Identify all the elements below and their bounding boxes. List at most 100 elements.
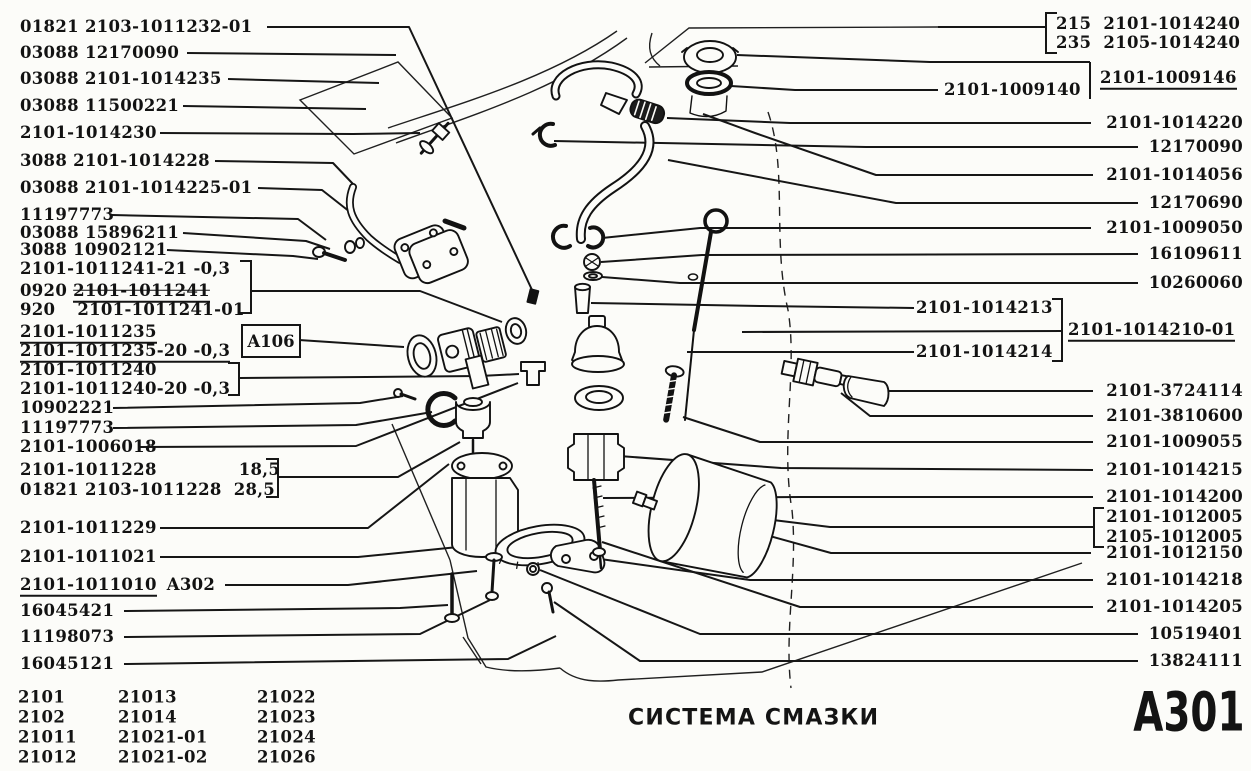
sender-gasket-ring [575,386,623,410]
filter-nipple [633,492,658,511]
vent-nozzle [601,93,627,114]
pump-bolt-short [486,553,502,600]
part-label: 2101-3810600 [1106,405,1243,425]
part-label: 2101-1009055 [1106,431,1243,451]
pipe-flange-plates [392,218,471,290]
hose-clamp-lower-left [553,226,570,248]
part-label: 03088 2101-1014235 [20,68,222,88]
catalog-cell: 21021-01 [118,727,208,747]
part-label: 2101-1011240 [20,359,157,379]
part-label: 2101-1009050 [1106,217,1243,237]
part-label: 2101-1014210-01 [1068,319,1236,342]
part-label: 03088 12170090 [20,42,180,62]
part-label: 11197773 [20,417,115,437]
oil-pump-drive-bushing-ring [403,332,440,380]
part-label: 10260060 [1148,272,1243,292]
part-label: 13824111 [1148,650,1243,670]
retainer-screw [394,389,415,399]
filter-bracket [551,540,604,573]
vent-washer [584,272,602,280]
part-label: 12170690 [1148,192,1243,212]
catalog-cell: 21024 [257,727,316,747]
sheet-code: A301 [1133,680,1245,744]
crankcase-vent-hose [581,126,650,239]
part-label: 2101-1011240-20 -0,3 [20,378,231,398]
engine-outline [300,27,1082,688]
part-label: 2101-1014215 [1106,459,1243,479]
catalog-cell: 2101 [18,687,66,707]
part-label: 2101-1014205 [1106,596,1243,616]
catalog-cell: 21014 [118,707,177,727]
oil-pressure-sender-dome [572,316,624,372]
valve-spring [628,98,666,126]
group-brackets [228,13,1104,547]
part-label: 2101-1011241-21 -0,3 [20,258,231,278]
diagram-title: СИСТЕМА СМАЗКИ [628,705,880,731]
catalog-cell: 21023 [257,707,316,727]
part-label: 2101-1014218 [1106,569,1243,589]
part-label: 2101-1014214 [916,341,1053,361]
callout-a106: A106 [241,324,301,358]
hose-clamp-lower-right [588,227,603,247]
part-label: 2101-1014200 [1106,486,1243,506]
part-label: 215 2101-1014240 [1056,13,1241,33]
bracket-washer [527,563,539,575]
part-label: 16045421 [20,600,115,620]
part-label: 2105-1012005 [1106,526,1243,546]
part-label: 10902221 [20,397,115,417]
part-label: 2101-1006018 [20,436,157,456]
hose-clamp-upper [533,124,555,146]
part-label: 2101-1014213 [916,297,1053,317]
part-label: 2101-1011235 [20,321,157,344]
part-label: 2101-1011021 [20,546,157,566]
catalog-cell: 21021-02 [118,747,208,767]
part-label: 03088 15896211 [20,222,180,242]
bracket-bolt [542,583,553,612]
part-label: 2101-1012150 [1106,542,1243,562]
part-label: 2101-1009140 [944,79,1081,99]
oil-filter [639,449,786,586]
vent-plug [575,284,590,313]
woodruff-key [527,289,538,304]
part-label: 16045121 [20,653,115,673]
vent-nut [584,254,600,270]
breather-hose [555,65,638,96]
drive-gear-teeth [476,327,507,363]
catalog-cell: 21013 [118,687,177,707]
oil-dipstick [685,210,727,420]
part-label: 2101-1014056 [1106,164,1243,184]
part-label: 12170090 [1148,136,1243,156]
catalog-cell: 21011 [18,727,77,747]
part-label: 03088 11500221 [20,95,180,115]
catalog-cell: 21022 [257,687,316,707]
pump-shaft-cap [456,398,490,438]
center-stud [593,480,605,568]
drive-shaft-hex [466,356,489,389]
pump-bolt-long [445,574,459,622]
part-label: 235 2105-1014240 [1056,32,1241,52]
sender-hex-fitting [568,434,624,480]
part-label: 16109611 [1148,243,1243,263]
part-label: 11197773 [20,204,115,224]
part-label: 2101-3724114 [1106,380,1243,400]
drive-shaft-seal [503,316,529,346]
shaft-bushing [521,362,545,385]
part-label: 3088 2101-1014228 [20,150,210,170]
flange-washers [345,238,364,253]
retainer-clamp [428,394,455,426]
callout-a106-text: A106 [247,331,295,351]
dowel-pin [445,221,464,228]
part-label: 2101-1014230 [20,122,157,142]
part-label: 2101-1014220 [1106,112,1243,132]
block-stud [657,365,684,421]
part-label: 0920 2101-1011241 [20,280,210,303]
cover-stud [415,118,454,158]
oil-return-pipe [350,187,400,260]
cap-seal-ring [687,72,731,117]
